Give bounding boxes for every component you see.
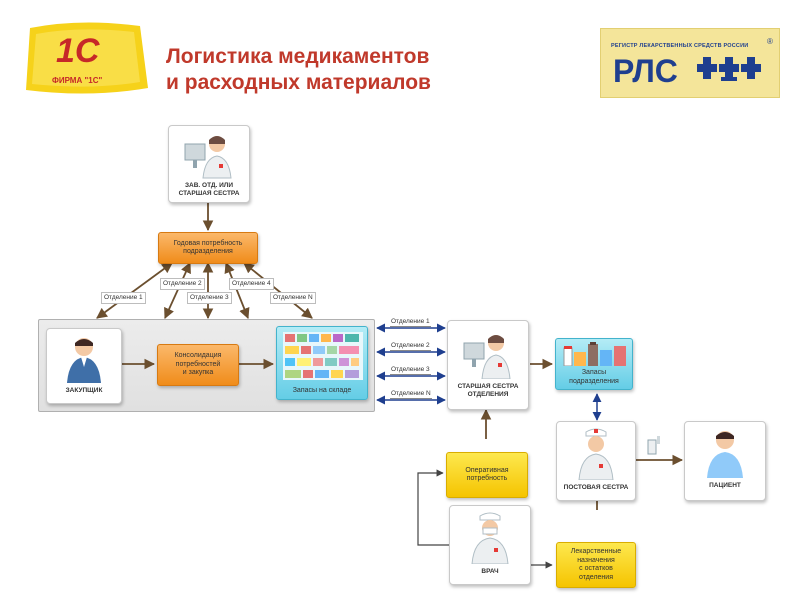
doctor-card: ВРАЧ [449,505,531,585]
consolidation-line2: потребностей [175,360,221,368]
dept-stock-box: Запасы подразделения [555,338,633,390]
logo-1c-mark: 1С [56,32,100,70]
shelves-icon [283,332,363,380]
warehouse-stock-box: Запасы на складе [276,326,368,400]
right-dept-label-1: Отделение 1 [390,318,431,327]
dept-label-n: Отделение N [270,292,316,304]
buyer-avatar-icon [67,338,101,383]
title-line-1: Логистика медикаментов [166,45,430,68]
warehouse-stock-label: Запасы на складе [292,386,352,394]
senior-nurse-avatar-icon [463,335,511,379]
dept-label-1: Отделение 1 [101,292,146,304]
ward-nurse-card: ПОСТОВАЯ СЕСТРА [556,421,636,501]
logo-rls-mark: РЛС [613,53,678,89]
prescriptions-line3: с остатков [579,565,613,572]
page-title: Логистика медикаментов и расходных матер… [166,44,431,96]
senior-nurse-label: СТАРШАЯ СЕСТРА ОТДЕЛЕНИЯ [448,383,528,399]
consolidation-box: Консолидация потребностей и закупка [157,344,239,386]
dept-label-3: Отделение 3 [187,292,232,304]
right-dept-label-3: Отделение 3 [390,366,431,375]
dept-stock-line2: подразделения [569,377,619,385]
logo-1c: 1С ФИРМА "1С" [20,18,155,98]
cross-icon [697,57,761,81]
annual-need-line1: Годовая потребность [173,239,243,247]
operative-need-line2: потребность [466,475,508,482]
prescriptions-line4: отделения [578,573,613,581]
glass-icon [647,436,660,455]
logo-1c-caption: ФИРМА "1С" [52,76,103,85]
patient-card: ПАЦИЕНТ [684,421,766,501]
senior-nurse-card: СТАРШАЯ СЕСТРА ОТДЕЛЕНИЯ [447,320,529,410]
head-nurse-top-line1: ЗАВ. ОТД. ИЛИ [184,182,234,189]
annual-need-line2: подразделения [183,248,233,255]
logo-rls: РЕГИСТР ЛЕКАРСТВЕННЫХ СРЕДСТВ РОССИИ ® Р… [600,28,780,98]
title-line-2: и расходных материалов [166,71,431,94]
ward-nurse-label: ПОСТОВАЯ СЕСТРА [563,484,629,491]
doctor-label: ВРАЧ [481,568,499,575]
buyer-label: ЗАКУПЩИК [65,387,103,394]
head-nurse-top-card: ЗАВ. ОТД. ИЛИ СТАРШАЯ СЕСТРА [168,125,250,203]
head-nurse-top-label: ЗАВ. ОТД. ИЛИ СТАРШАЯ СЕСТРА [169,182,249,198]
buyer-card: ЗАКУПЩИК [46,328,122,404]
logo-rls-top-text: РЕГИСТР ЛЕКАРСТВЕННЫХ СРЕДСТВ РОССИИ [611,43,749,49]
right-dept-label-n: Отделение N [390,390,432,399]
dept-label-2: Отделение 2 [160,278,205,290]
head-nurse-top-line2: СТАРШАЯ СЕСТРА [178,190,240,197]
consolidation-line3: и закупка [182,369,214,377]
nurse-avatar-icon [184,136,232,179]
doctor-avatar-icon [471,512,509,564]
logo-rls-reg: ® [767,37,773,46]
patient-label: ПАЦИЕНТ [709,482,741,489]
ward-nurse-avatar-icon [578,428,614,480]
patient-avatar-icon [707,431,743,478]
operative-need-box: Оперативная потребность [446,452,528,498]
annual-need-box: Годовая потребность подразделения [158,232,258,264]
operative-need-line1: Оперативная [465,466,509,474]
senior-nurse-line2: ОТДЕЛЕНИЯ [467,391,509,398]
prescriptions-line1: Лекарственные [570,548,622,555]
senior-nurse-line1: СТАРШАЯ СЕСТРА [457,383,519,390]
right-dept-label-2: Отделение 2 [390,342,431,351]
prescriptions-box: Лекарственные назначения с остатков отде… [556,542,636,588]
prescriptions-line2: назначения [577,556,615,564]
dept-label-4: Отделение 4 [229,278,274,290]
medicines-icon [563,342,626,366]
dept-stock-line1: Запасы [581,369,607,376]
consolidation-line1: Консолидация [174,352,222,360]
